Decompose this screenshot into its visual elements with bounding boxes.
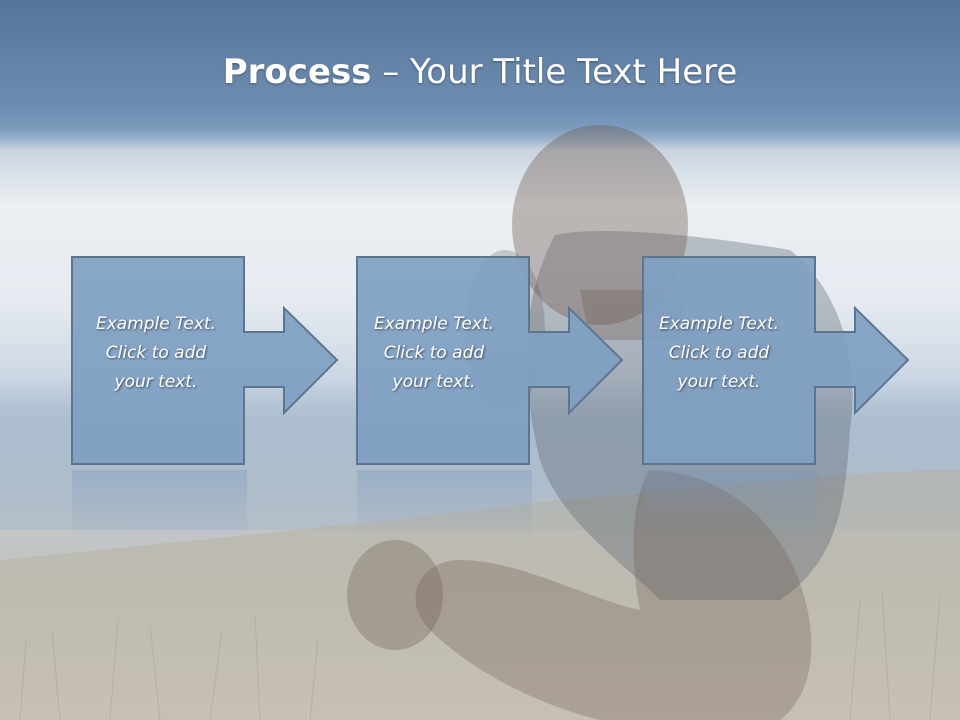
process-step-3[interactable]: Example Text. Click to add your text. xyxy=(642,256,912,468)
step-reflection xyxy=(72,470,247,540)
process-step-2[interactable]: Example Text. Click to add your text. xyxy=(356,256,626,468)
step-reflection xyxy=(643,470,818,540)
step-text-line: your text. xyxy=(114,372,198,392)
arrow-shape-icon xyxy=(71,256,339,465)
process-step-1[interactable]: Example Text. Click to add your text. xyxy=(71,256,341,468)
step-text-line: Example Text. xyxy=(373,314,495,334)
title-rest: – Your Title Text Here xyxy=(371,52,738,92)
step-text-line: your text. xyxy=(392,372,476,392)
arrow-shape-icon xyxy=(356,256,624,465)
step-text: Example Text. Click to add your text. xyxy=(644,310,794,397)
slide-title[interactable]: Process – Your Title Text Here xyxy=(0,52,960,92)
title-bold: Process xyxy=(222,52,372,92)
step-reflection xyxy=(357,470,532,540)
step-text-line: Click to add xyxy=(668,343,770,363)
step-text-line: Example Text. xyxy=(95,314,217,334)
step-text-line: Click to add xyxy=(105,343,207,363)
arrow-shape-icon xyxy=(642,256,910,465)
step-text-line: Click to add xyxy=(383,343,485,363)
step-text: Example Text. Click to add your text. xyxy=(359,310,509,397)
title-band xyxy=(0,0,960,150)
step-text-line: Example Text. xyxy=(658,314,780,334)
step-text: Example Text. Click to add your text. xyxy=(81,310,231,397)
step-text-line: your text. xyxy=(677,372,761,392)
